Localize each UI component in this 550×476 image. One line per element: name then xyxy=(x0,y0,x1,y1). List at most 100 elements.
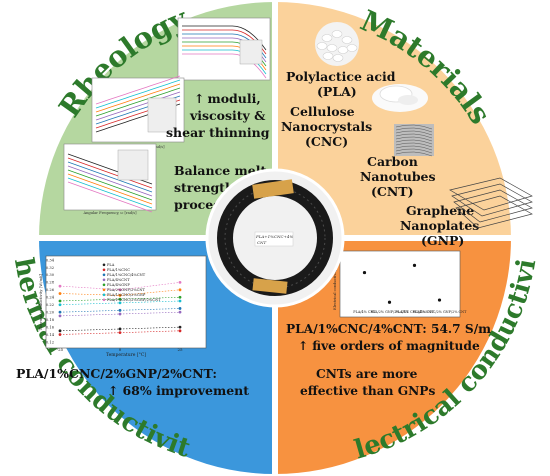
gnp-label-line3: (GNP) xyxy=(421,233,464,248)
gnp-label-line1: Graphene xyxy=(406,203,474,218)
thermal-point xyxy=(58,303,62,307)
pla-label-line2: (PLA) xyxy=(317,84,357,99)
thermal-y-tick: 0.28 xyxy=(46,281,55,285)
electrical-category-label: PLA/2% GNP/2% CNT xyxy=(371,310,410,314)
rheology-curve xyxy=(95,91,181,121)
electrical-finding: ↑five orders of magnitude xyxy=(298,339,480,353)
filament-spool-photo: PLA+1%CNC+4% CNT xyxy=(205,168,345,308)
thermal-point xyxy=(58,333,62,336)
pla-label-line1: Polylactice acid xyxy=(286,69,396,84)
thermal-point xyxy=(118,301,122,305)
legend-swatch xyxy=(102,288,106,292)
thermal-chart: 0.340.320.300.280.260.240.220.200.180.16… xyxy=(38,255,207,358)
thermal-x-tick: 25 xyxy=(177,347,183,352)
nanotube-strand xyxy=(395,130,433,136)
thermal-point xyxy=(118,294,122,297)
thermal-y-tick: 0.20 xyxy=(46,310,55,314)
cnc-label-line3: (CNC) xyxy=(305,134,348,149)
thermal-y-tick: 0.22 xyxy=(46,303,54,307)
rheology-curve xyxy=(182,29,267,55)
cnt-label-line2: Nanotubes xyxy=(360,169,436,184)
pellet xyxy=(346,44,358,52)
rheology-curve xyxy=(95,83,181,113)
nanotube-strand xyxy=(395,127,433,133)
thermal-finding: ↑68% improvement xyxy=(108,383,249,398)
thermal-x-tick: -25 xyxy=(57,347,64,352)
thermal-point xyxy=(58,310,62,314)
thermal-y-label: Thermal conductivity [W/mK] xyxy=(38,273,43,330)
electrical-point xyxy=(437,298,442,302)
graphene-sheet xyxy=(455,195,533,229)
electrical-y-label: Electrical conductivity [S/m] xyxy=(333,257,337,310)
gnp-label-line2: Nanoplates xyxy=(400,218,479,233)
legend-swatch xyxy=(102,293,106,297)
thermal-y-tick: 0.26 xyxy=(46,288,55,292)
electrical-category-label: PLA/1% CNC/4% CNT xyxy=(395,310,434,314)
thermal-y-tick: 0.24 xyxy=(46,296,55,300)
thermal-y-tick: 0.18 xyxy=(46,318,55,322)
legend-entry: PLA xyxy=(107,263,115,267)
thermal-x-label: Temperature [°C] xyxy=(106,352,146,358)
thermal-point xyxy=(118,308,122,312)
pellet xyxy=(341,36,353,44)
legend-swatch xyxy=(102,298,106,302)
rheology-curve xyxy=(67,169,153,201)
nanotube-strand xyxy=(395,124,433,130)
electrical-category-label: PLA/4% CNT xyxy=(353,310,376,314)
thermal-point xyxy=(178,310,182,314)
thermal-point xyxy=(58,314,62,318)
thermal-point xyxy=(178,299,182,303)
nanotube-strand xyxy=(395,148,433,154)
electrical-finding-line1: PLA/1%CNC/4%CNT: 54.7 S/m xyxy=(286,322,491,336)
pellet xyxy=(326,44,338,52)
pellet xyxy=(331,30,343,38)
pellet xyxy=(337,46,349,54)
legend-swatch xyxy=(102,278,106,282)
rheology-curve xyxy=(67,157,153,189)
legend-entry: PLA/1%CNC xyxy=(107,268,130,272)
rheology-finding: ↑moduli, xyxy=(194,91,261,106)
rheology-curve xyxy=(67,161,153,193)
nanotube-strand xyxy=(395,151,433,157)
legend-swatch xyxy=(102,283,106,287)
up-arrow-icon: ↑ xyxy=(194,91,204,106)
thermal-point xyxy=(178,295,182,299)
thermal-point xyxy=(118,288,122,292)
pla-pellets-image xyxy=(315,22,359,66)
thermal-point xyxy=(118,312,122,316)
thermal-point xyxy=(58,299,62,303)
cnt-label-line3: (CNT) xyxy=(371,184,414,199)
thermal-point xyxy=(178,307,182,310)
thermal-point xyxy=(178,280,182,284)
thermal-point xyxy=(118,331,122,335)
thermal-finding-line1: PLA/1%CNC/2%GNP/2%CNT: xyxy=(16,366,217,381)
cnc-label-line2: Nanocrystals xyxy=(281,119,372,134)
thermal-x-tick: 0 xyxy=(119,347,122,352)
nanotube-strand xyxy=(395,142,433,148)
legend-entry: PLA/1%CNC/2%GNP/2%CNT xyxy=(107,298,161,302)
thermal-y-tick: 0.30 xyxy=(46,273,55,277)
rheology-curve xyxy=(67,165,153,197)
electrical-category-label: PLA/1% CNC/2% GNP/2% CNT xyxy=(413,310,467,314)
legend-swatch xyxy=(102,268,106,272)
rheology-plot-2: Angular Frequency, ω [rad/s] xyxy=(91,75,185,149)
thermal-point xyxy=(58,329,62,333)
up-arrow-icon: ↑ xyxy=(298,339,308,353)
legend-entry: PLA/1%CNC/4%CNT xyxy=(107,273,146,277)
legend-entry: PLA/4%GNP xyxy=(107,283,130,287)
legend-entry: PLA/4%CNT xyxy=(107,278,130,282)
thermal-y-tick: 0.32 xyxy=(46,266,54,270)
rheology-finding-line2: viscosity & xyxy=(189,108,266,123)
rheology-curve xyxy=(67,181,153,213)
rheology-curve xyxy=(67,177,153,209)
cnt-microscopy-image xyxy=(394,124,434,157)
spool-label-line2: CNT xyxy=(257,240,267,245)
legend-swatch xyxy=(102,263,106,267)
thermal-y-tick: 0.14 xyxy=(46,333,55,337)
graphene-sheets-image xyxy=(449,177,533,229)
thermal-point xyxy=(118,297,122,301)
thermal-y-tick: 0.34 xyxy=(46,258,55,262)
cnc-powder-image xyxy=(372,84,428,112)
